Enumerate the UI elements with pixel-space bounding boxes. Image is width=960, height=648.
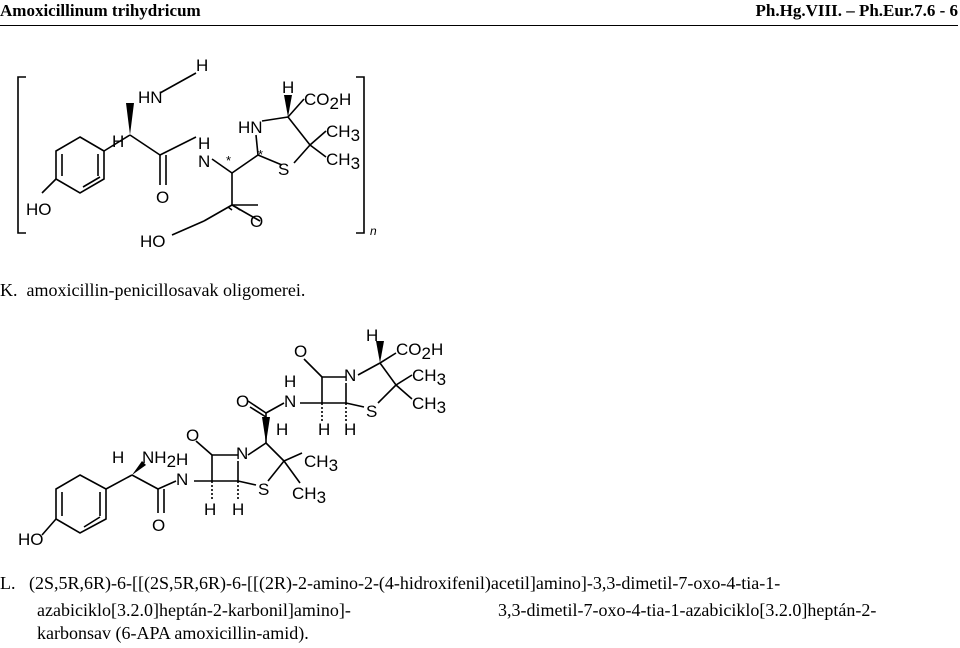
atom-h-c3-l: H — [366, 326, 378, 345]
atom-s-top: S — [366, 402, 377, 421]
caption-k-letter: K. — [0, 280, 18, 300]
svg-text:H: H — [344, 420, 356, 439]
caption-k-text: amoxicillin-penicillosavak oligomerei. — [26, 280, 306, 300]
stereo-star-1: * — [226, 153, 231, 168]
atom-o-carbonyl: O — [236, 392, 249, 411]
atom-o-amide: O — [156, 188, 169, 207]
atom-h-alpha: H — [112, 132, 124, 151]
atom-h-c3: H — [282, 78, 294, 97]
svg-text:CO2H: CO2H — [304, 90, 351, 113]
phenyl-ring-k — [55, 136, 105, 194]
atom-s-bottom: S — [258, 480, 269, 499]
atom-n-amide: N — [198, 152, 210, 171]
atom-ho-acid: HO — [140, 232, 166, 251]
caption-k: K. amoxicillin-penicillosavak oligomerei… — [0, 279, 305, 301]
svg-text:CH3: CH3 — [326, 150, 360, 173]
caption-l-text1: (2S,5R,6R)-6-[[(2S,5R,6R)-6-[[(2R)-2-ami… — [29, 573, 781, 593]
caption-l-letter: L. — [0, 573, 16, 593]
atom-ho-phenyl: HO — [26, 200, 52, 219]
atom-h-amide: H — [198, 134, 210, 153]
atom-s: S — [278, 160, 289, 179]
atom-o-amide-l2: O — [152, 516, 165, 535]
repeat-n-label: n — [370, 224, 377, 238]
wedge-bond-k1 — [126, 103, 134, 135]
monograph-title: Amoxicillinum trihydricum — [0, 1, 201, 20]
atom-n-amide-l: N — [284, 392, 296, 411]
atom-co2h: CO — [304, 90, 330, 109]
svg-text:CH3: CH3 — [326, 122, 360, 145]
atom-h-top: H — [196, 56, 208, 75]
bracket-left — [17, 76, 26, 234]
svg-text:H: H — [318, 420, 330, 439]
svg-text:H: H — [112, 448, 124, 467]
structure-l-diagram: O N H CO2H CH3 CH3 S H H H N O H O N CH3… — [18, 326, 446, 549]
caption-l-line3: karbonsav (6-APA amoxicillin-amid). — [37, 623, 309, 643]
atom-n-ring: N — [344, 366, 356, 385]
caption-l-line2a: azabiciklo[3.2.0]heptán-2-karbonil]amino… — [37, 600, 351, 620]
svg-text:H: H — [284, 372, 296, 391]
svg-text:H: H — [176, 450, 188, 469]
atom-o-acid: O — [250, 212, 263, 231]
header-rule — [0, 25, 958, 26]
svg-text:CH3: CH3 — [292, 484, 326, 507]
svg-text:H: H — [204, 500, 216, 519]
wedge-bond-k2 — [284, 95, 292, 117]
atom-n-amide-l2: N — [176, 470, 188, 489]
atom-n-ring2: N — [236, 444, 248, 463]
atom-ch3-b: CH — [326, 150, 351, 169]
structure-k-diagram: n HO HN H H O H N * O HO * HN S H CO2H C… — [17, 56, 377, 251]
atom-hn-ring: HN — [238, 118, 263, 137]
svg-text:CH3: CH3 — [412, 394, 446, 417]
svg-text:CH3: CH3 — [412, 366, 446, 389]
atom-ho-l: HO — [18, 530, 44, 549]
atom-hn: HN — [138, 88, 163, 107]
svg-text:NH2: NH2 — [142, 448, 176, 471]
svg-text:CO2H: CO2H — [396, 340, 443, 363]
stereo-star-2: * — [258, 147, 263, 162]
bracket-right — [356, 76, 365, 234]
caption-l-line1: L. (2S,5R,6R)-6-[[(2S,5R,6R)-6-[[(2R)-2-… — [0, 572, 780, 594]
pharmacopoeia-reference: Ph.Hg.VIII. – Ph.Eur.7.6 - 6 — [755, 1, 958, 20]
atom-o-lactam: O — [186, 426, 199, 445]
caption-l-line2b: 3,3-dimetil-7-oxo-4-tia-1-azabiciklo[3.2… — [498, 600, 877, 620]
phenyl-ring-l — [55, 474, 107, 534]
svg-text:H: H — [276, 420, 288, 439]
svg-text:H: H — [232, 500, 244, 519]
svg-text:CH3: CH3 — [304, 452, 338, 475]
atom-ch3-a: CH — [326, 122, 351, 141]
page-header: Amoxicillinum trihydricum Ph.Hg.VIII. – … — [0, 0, 960, 26]
atom-o-top: O — [294, 342, 307, 361]
